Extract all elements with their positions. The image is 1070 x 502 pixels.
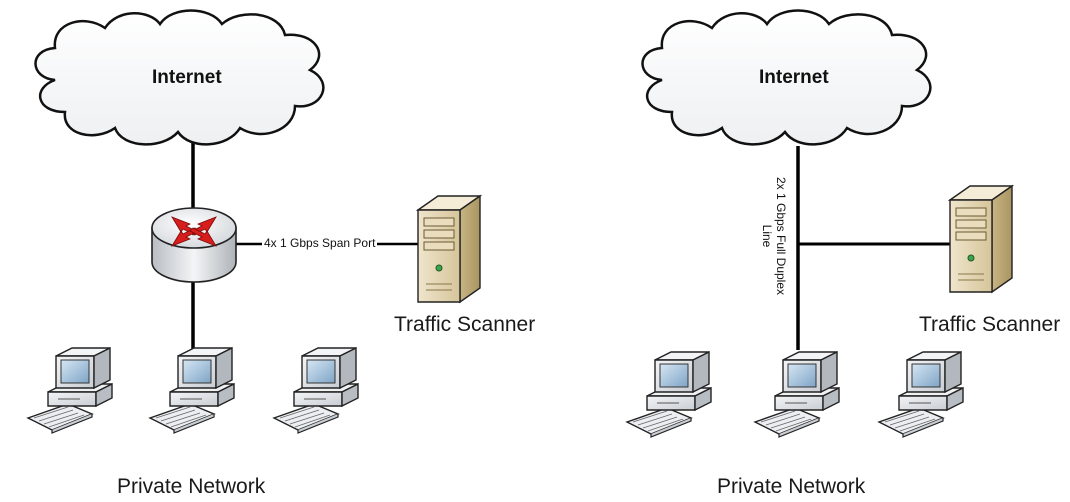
left-desktop-computer-icon-3 bbox=[273, 347, 359, 434]
right-desktop-computer-icon-1 bbox=[626, 351, 712, 438]
right-link-label-line2: Line bbox=[760, 224, 774, 248]
right-cloud-label: Internet bbox=[759, 67, 829, 88]
left-link-label: 4x 1 Gbps Span Port bbox=[262, 236, 378, 250]
left-cloud-label: Internet bbox=[152, 67, 222, 88]
left-desktop-computer-icon-1 bbox=[27, 347, 113, 434]
left-internet-cloud bbox=[34, 9, 325, 146]
right-internet-cloud bbox=[641, 9, 932, 146]
right-scanner-label: Traffic Scanner bbox=[919, 313, 1061, 336]
router-icon bbox=[151, 207, 237, 283]
right-link-label: 2x 1 Gbps Full Duplex Line bbox=[760, 172, 788, 300]
right-network-label: Private Network bbox=[717, 475, 866, 498]
right-desktop-computer-icon-2 bbox=[754, 351, 840, 438]
right-server-icon bbox=[949, 185, 1013, 293]
left-network-label: Private Network bbox=[117, 475, 266, 498]
left-scanner-label: Traffic Scanner bbox=[394, 313, 536, 336]
left-server-icon bbox=[417, 195, 481, 303]
left-desktop-computer-icon-2 bbox=[149, 347, 235, 434]
right-link-label-line1: 2x 1 Gbps Full Duplex bbox=[774, 176, 788, 296]
right-desktop-computer-icon-3 bbox=[878, 351, 964, 438]
